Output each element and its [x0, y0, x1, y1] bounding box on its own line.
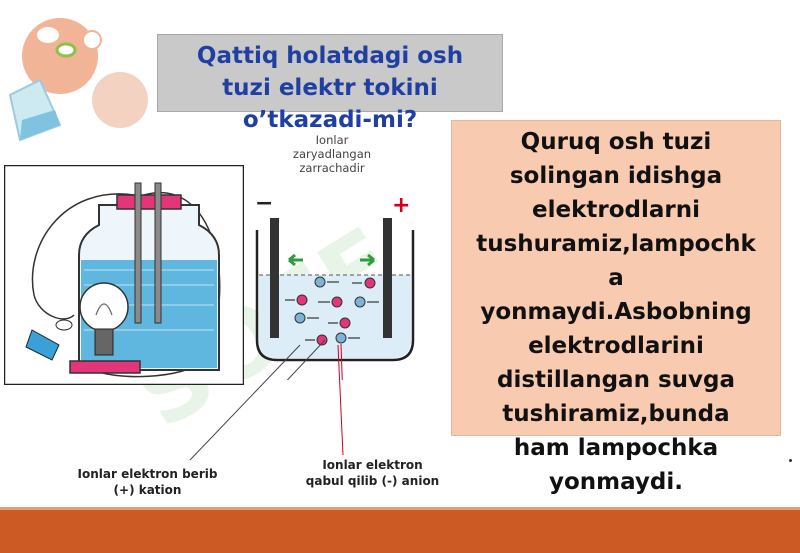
bulb-filament [95, 303, 113, 316]
jar-stopper [116, 194, 182, 210]
pointer-lines [189, 344, 344, 461]
info-line: ham lampochka [513, 435, 719, 461]
caption-line: (+) kation [113, 483, 182, 497]
anode [383, 218, 392, 338]
ion-label-line: zaryadlangan [292, 147, 372, 161]
info-line: tushuramiz,lampochk [476, 231, 756, 257]
arrow-right-icon [360, 253, 375, 267]
beaker [255, 230, 415, 362]
title-line: o’tkazadi-mi? [242, 107, 418, 133]
caption-line: Ionlar elektron [322, 458, 423, 472]
info-line: Quruq osh tuzi [520, 129, 712, 155]
decor-bubble-small [82, 30, 102, 50]
info-line: yonmaydi.Asbobning [480, 299, 752, 325]
ion-label-line: Ionlar [315, 133, 349, 147]
electrode-left [134, 182, 142, 324]
footer-accent-line [0, 507, 800, 510]
decor-bubble-green [55, 42, 77, 58]
page-title: Qattiq holatdagi osh tuzi elektr tokini … [150, 40, 510, 136]
ion-label: Ionlar zaryadlangan zarrachadir [272, 133, 392, 175]
arrow-left-icon [288, 253, 303, 267]
info-box [451, 120, 781, 436]
switch-icon [55, 319, 73, 331]
ion-label-line: zarrachadir [299, 161, 365, 175]
ion-motion-arrows [285, 281, 379, 341]
base-board [69, 360, 141, 374]
minus-sign: − [255, 191, 273, 216]
info-line: a [608, 265, 624, 291]
decor-dot [789, 459, 792, 462]
info-line: yonmaydi. [548, 469, 684, 495]
light-bulb [79, 282, 129, 332]
anion-pointer [340, 343, 343, 380]
ions [294, 276, 376, 346]
electrolysis-cell-diagram: − + [255, 191, 415, 380]
footer-bar [0, 510, 800, 553]
caption-line: qabul qilib (-) anion [305, 474, 440, 488]
anion-caption: Ionlar elektron qabul qilib (-) anion [285, 457, 460, 489]
decor-circle-right [92, 72, 148, 128]
power-plug-icon [25, 329, 60, 361]
cation-pointer-line [189, 344, 301, 461]
title-line: Qattiq holatdagi osh [196, 43, 464, 69]
title-box [157, 34, 503, 112]
cathode [270, 218, 279, 338]
title-line: tuzi elektr tokini [222, 75, 438, 101]
wire-left [31, 193, 135, 320]
bulb-socket [94, 328, 114, 356]
flask-liquid [20, 110, 60, 140]
cation-caption: Ionlar elektron berib (+) kation [60, 466, 235, 498]
info-line: solingan idishga [509, 163, 723, 189]
info-line: tushiramiz,bunda [502, 401, 730, 427]
info-line: elektrodlarini [528, 333, 704, 359]
conductivity-apparatus [4, 165, 244, 385]
caption-line: Ionlar elektron berib [77, 467, 218, 481]
cation-pointer [286, 339, 326, 380]
anion-pointer-line [337, 344, 344, 456]
info-text: Quruq osh tuzi solingan idishga elektrod… [451, 125, 781, 499]
plus-sign: + [392, 193, 410, 218]
electrode-right [154, 182, 162, 324]
lab-flask-illustration [8, 18, 148, 142]
beaker-solution [259, 275, 411, 358]
info-line: elektrodlarni [532, 197, 700, 223]
info-line: distillangan suvga [497, 367, 735, 393]
decor-bubble-white [37, 27, 59, 43]
